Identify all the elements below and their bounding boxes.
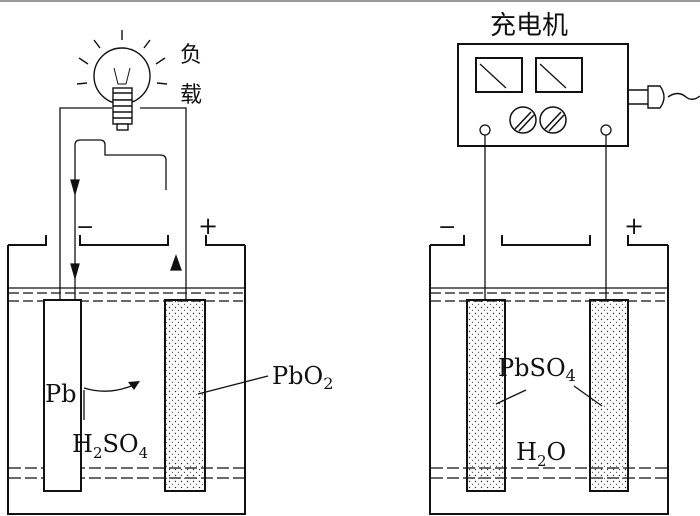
pbso4-leader-right: [573, 385, 603, 407]
knob-icon: [509, 106, 567, 134]
left-minus-sign: −: [76, 215, 94, 240]
pb-electrode: [43, 299, 82, 492]
right-charging-cell: 充电机: [429, 11, 700, 515]
pbso4-leader-left: [495, 389, 527, 405]
terminal-icon: [479, 124, 612, 136]
charger-wires: [484, 135, 607, 300]
left-discharge-cell: 负 载 − + Pb H2SO4 PbO2: [7, 30, 333, 515]
pbo2-electrode: [164, 299, 206, 492]
load-circuit-wires: [59, 107, 187, 300]
charger-title: 充电机: [490, 11, 568, 41]
pbso4-label: PbSO4: [498, 354, 576, 385]
reaction-arrowhead: [128, 381, 140, 390]
power-plug-icon: [628, 85, 700, 109]
right-positive-electrode: [589, 299, 629, 492]
right-container: [429, 235, 669, 515]
left-plus-sign: +: [198, 212, 218, 240]
right-plus-sign: +: [624, 212, 644, 240]
pbo2-leader-line: [197, 375, 269, 395]
pb-label: Pb: [45, 380, 77, 408]
load-label-2: 载: [180, 83, 202, 108]
load-label-1: 负: [180, 43, 202, 68]
lightbulb-icon: [76, 30, 168, 131]
right-negative-electrode: [466, 299, 506, 492]
right-minus-sign: −: [438, 215, 456, 240]
reaction-arrow: [83, 383, 137, 392]
meter-icon: [479, 63, 567, 89]
pbo2-label: PbO2: [272, 362, 333, 393]
charger-unit: [457, 43, 629, 147]
h2so4-label: H2SO4: [72, 430, 148, 462]
current-arrows: [70, 179, 182, 281]
left-container: [7, 235, 246, 515]
h2o-label: H2O: [516, 438, 566, 470]
